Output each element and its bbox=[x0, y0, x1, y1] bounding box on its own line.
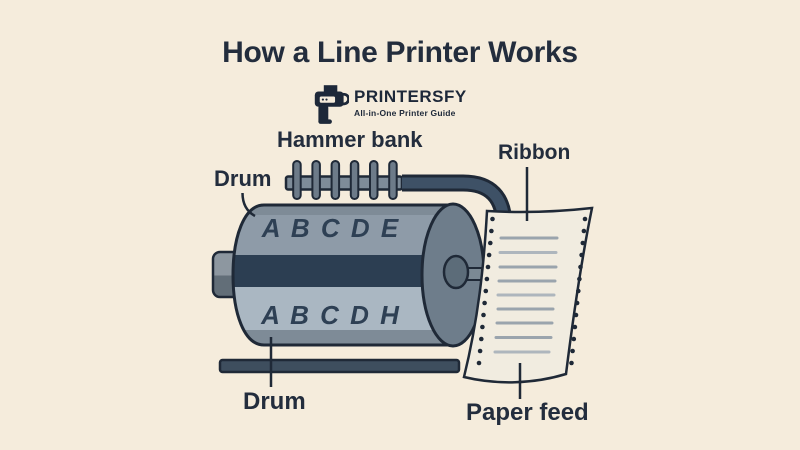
label-pointer-lines bbox=[241, 167, 529, 399]
label-drum-top: Drum bbox=[214, 166, 272, 191]
drum-letters-top: A B C D E bbox=[261, 213, 400, 243]
hammer-bank bbox=[284, 160, 404, 200]
drum-cylinder: A B C D E A B C D H bbox=[231, 202, 486, 348]
hammer-prongs bbox=[292, 160, 398, 200]
brand-tagline: All-in-One Printer Guide bbox=[354, 108, 456, 118]
drum-hub bbox=[442, 254, 470, 290]
page-title: How a Line Printer Works bbox=[222, 36, 578, 69]
label-ribbon: Ribbon bbox=[498, 141, 571, 164]
drum-top-pointer bbox=[241, 192, 256, 218]
label-hammer-bank: Hammer bank bbox=[277, 127, 423, 152]
drum-navy-band bbox=[233, 255, 455, 287]
base-bar bbox=[218, 358, 461, 374]
tractor-feed-holes bbox=[476, 216, 588, 366]
printer-icon bbox=[314, 85, 349, 124]
brand-name: PRINTERSFY bbox=[354, 87, 467, 106]
drum-letters-bottom: A B C D H bbox=[260, 300, 401, 330]
paper-feed-sheet bbox=[462, 206, 594, 384]
label-drum-bottom: Drum bbox=[243, 388, 306, 415]
logo-text: PRINTERSFY All-in-One Printer Guide bbox=[354, 84, 467, 118]
printed-text-lines bbox=[493, 236, 559, 354]
brand-logo: PRINTERSFY All-in-One Printer Guide bbox=[313, 84, 467, 126]
label-paper-feed: Paper feed bbox=[466, 399, 589, 426]
